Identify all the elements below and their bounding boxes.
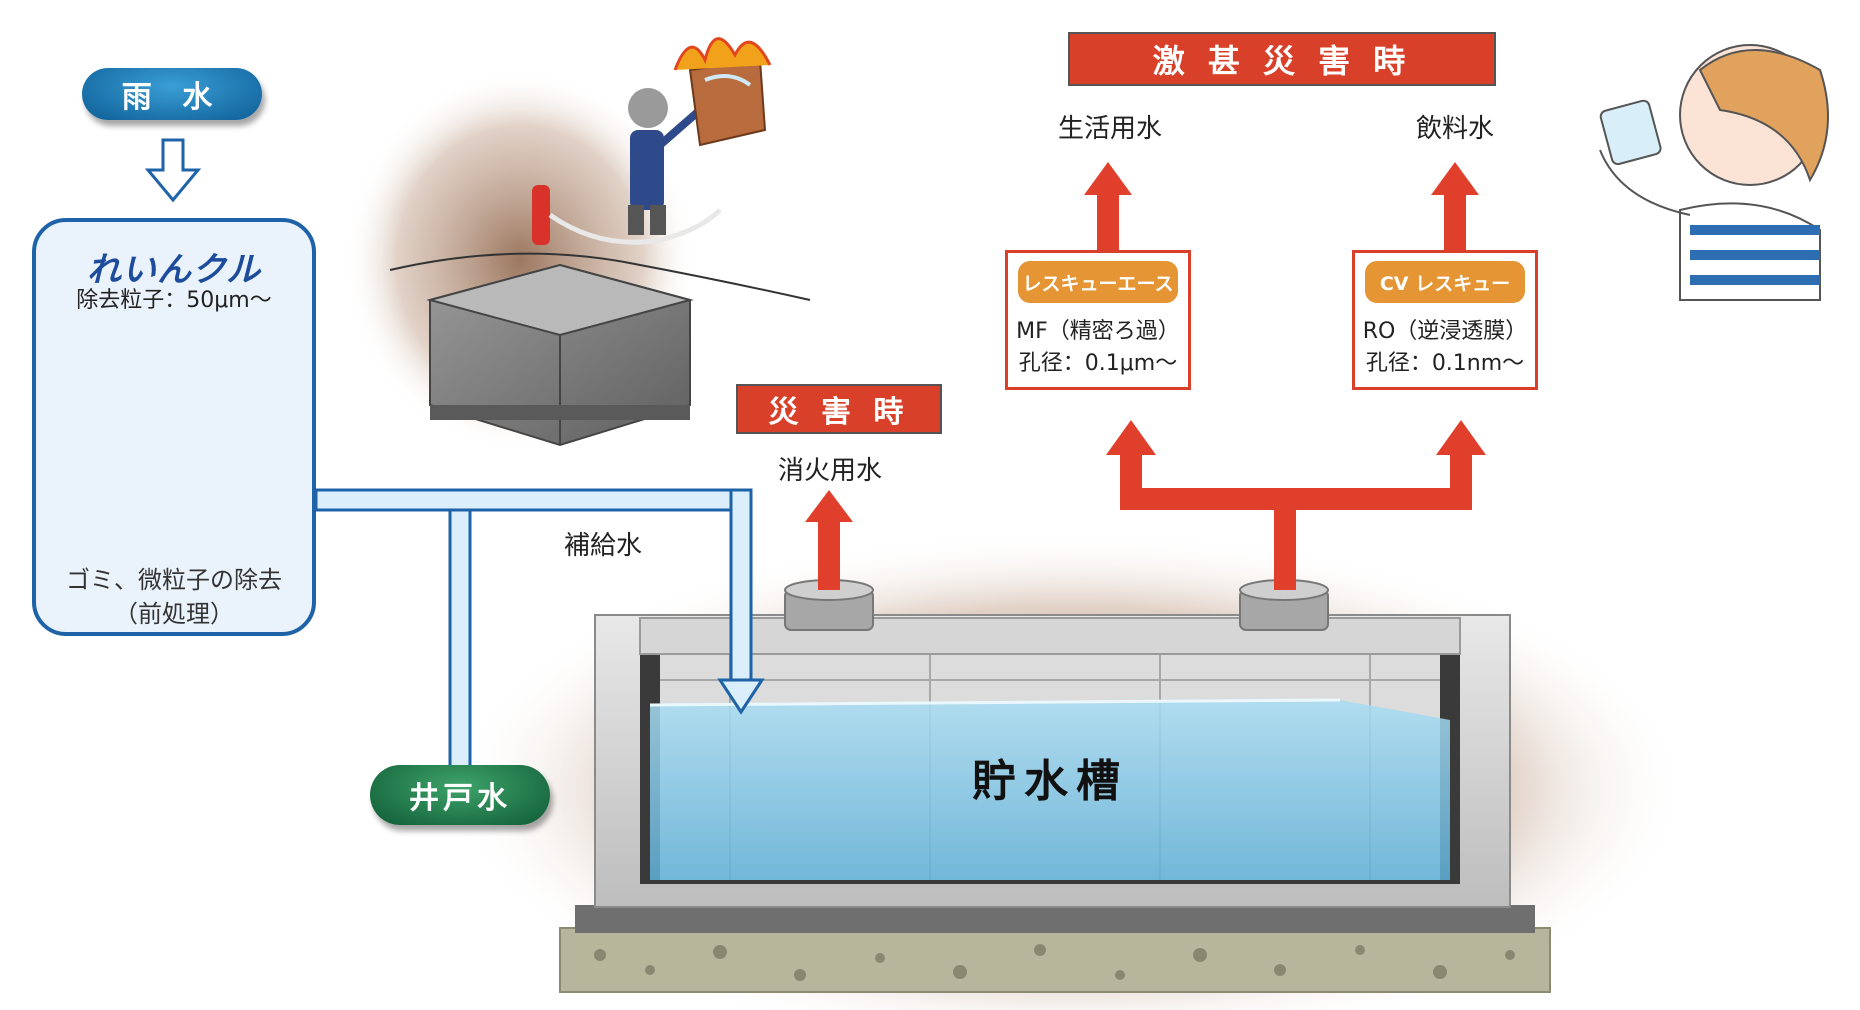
supply-water-label: 補給水	[563, 531, 642, 561]
manhole-right	[1239, 579, 1329, 631]
device-brand-name: れいんクル	[87, 250, 261, 290]
severe-branch-arrows	[1106, 420, 1486, 590]
drinking-water-label: 飲料水	[1415, 114, 1494, 144]
cv-rescue-panel: CV レスキュー RO（逆浸透膜） 孔径：0.1nm～	[1352, 250, 1538, 390]
tank-lid	[639, 617, 1461, 655]
disaster-arrow	[805, 490, 853, 590]
burning-building	[673, 37, 772, 147]
ro-membrane-label: RO（逆浸透膜）	[1362, 319, 1528, 344]
supply-pipes	[314, 488, 753, 772]
severe-use-arrows	[1084, 162, 1479, 250]
mf-filtration-label: MF（精密ろ過）	[1016, 319, 1180, 344]
device-particle-spec: 除去粒子：50μm～	[76, 288, 272, 313]
cv-rescue-badge: CV レスキュー	[1365, 261, 1525, 303]
tank-gravel-base	[560, 928, 1550, 992]
storage-tank-label: 貯水槽	[972, 756, 1128, 807]
device-description-line1: ゴミ、微粒子の除去	[66, 566, 282, 594]
device-description-line2: （前処理）	[114, 600, 234, 628]
domestic-water-label: 生活用水	[1057, 114, 1162, 144]
tank-slab	[575, 905, 1535, 933]
tank-water	[650, 700, 1450, 880]
ro-pore-size-label: 孔径：0.1nm～	[1365, 351, 1525, 376]
mf-pore-size-label: 孔径：0.1μm～	[1018, 351, 1178, 376]
severe-disaster-banner: 激 甚 災 害 時	[1070, 34, 1494, 84]
drinking-person-illustration	[1599, 44, 1829, 301]
well-water-source-label: 井戸水	[370, 765, 550, 825]
disaster-banner: 災 害 時	[738, 386, 940, 432]
supply-arrowhead	[717, 678, 765, 715]
firefighting-water-label: 消火用水	[777, 456, 882, 486]
rescue-ace-badge: レスキューエース	[1018, 261, 1178, 303]
firefighter	[628, 88, 703, 235]
rain-down-arrow	[144, 138, 202, 203]
rescue-ace-panel: レスキューエース MF（精密ろ過） 孔径：0.1μm～	[1005, 250, 1191, 390]
rainwater-filter-box: れいんクル 除去粒子：50μm～ ゴミ、微粒子の除去 （前処理）	[32, 218, 316, 636]
rainwater-source-label: 雨 水	[82, 68, 262, 120]
fire-hydrant	[532, 185, 550, 245]
